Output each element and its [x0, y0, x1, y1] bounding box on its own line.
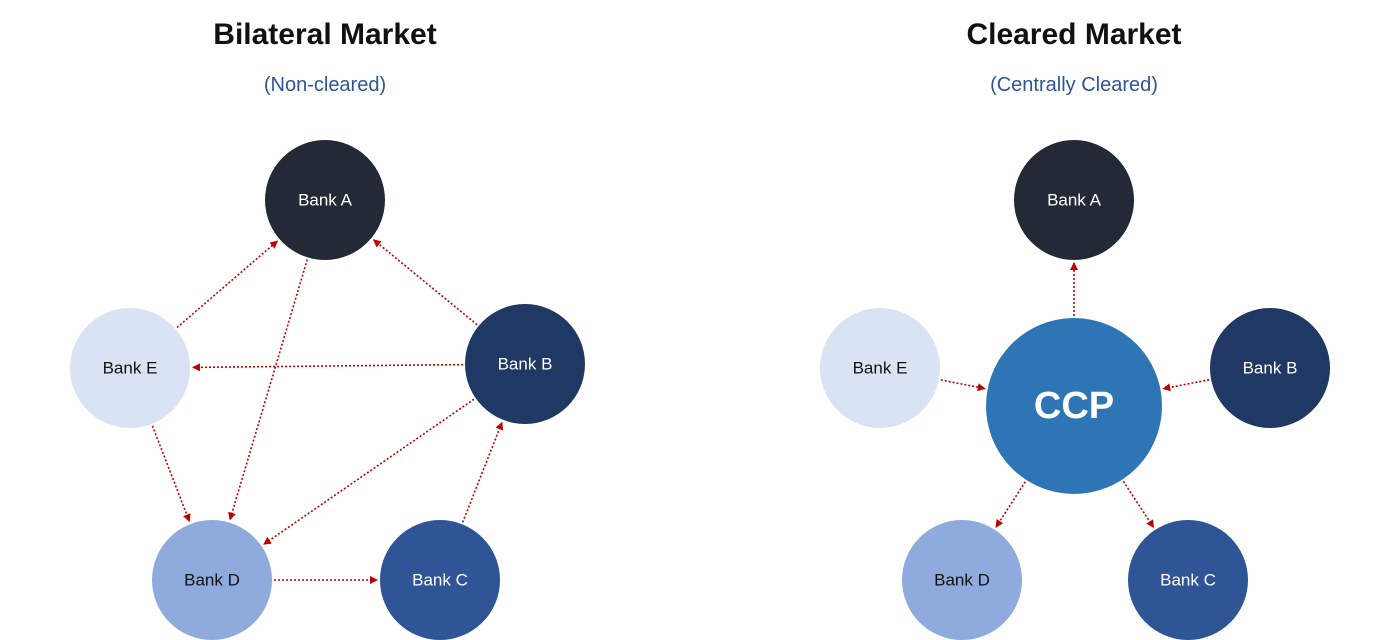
- cleared-label-bank-e: Bank E: [853, 359, 908, 378]
- cleared-edges: [940, 262, 1210, 529]
- cleared-node-bank-c: Bank C: [1128, 520, 1248, 640]
- cleared-circle-bank-a: [1014, 140, 1134, 260]
- bilateral-label-bank-c: Bank C: [412, 571, 468, 590]
- cleared-circle-bank-c: [1128, 520, 1248, 640]
- cleared-label-bank-c: Bank C: [1160, 571, 1216, 590]
- bilateral-circle-bank-e: [70, 308, 190, 428]
- cleared-label-bank-a: Bank A: [1047, 191, 1102, 210]
- bilateral-circle-bank-c: [380, 520, 500, 640]
- cleared-arrow-ccp-to-bank-c: [1122, 480, 1155, 529]
- bilateral-market-title: Bilateral Market: [213, 18, 437, 51]
- bilateral-node-bank-d: Bank D: [152, 520, 272, 640]
- cleared-market-subtitle: (Centrally Cleared): [990, 74, 1158, 96]
- cleared-arrow-ccp-to-bank-d: [995, 481, 1026, 528]
- bilateral-edges: [151, 239, 504, 584]
- cleared-label-bank-b: Bank B: [1243, 359, 1298, 378]
- bilateral-node-bank-a: Bank A: [265, 140, 385, 260]
- cleared-circle-bank-b: [1210, 308, 1330, 428]
- bilateral-arrow-bank-e-to-bank-a: [176, 240, 279, 329]
- cleared-node-bank-b: Bank B: [1210, 308, 1330, 428]
- cleared-circle-bank-e: [820, 308, 940, 428]
- bilateral-arrow-bank-b-to-bank-e: [192, 363, 464, 372]
- cleared-arrow-bank-b-to-ccp: [1162, 379, 1210, 392]
- bilateral-market-subtitle: (Non-cleared): [263, 74, 387, 96]
- bilateral-arrow-bank-e-to-bank-d: [151, 425, 191, 523]
- cleared-label-bank-d: Bank D: [934, 571, 990, 590]
- bilateral-label-bank-d: Bank D: [184, 571, 240, 590]
- bilateral-circle-bank-d: [152, 520, 272, 640]
- bilateral-arrow-bank-b-to-bank-d: [263, 398, 475, 545]
- cleared-node-ccp: CCP: [986, 318, 1162, 494]
- cleared-nodes: CCP Bank A Bank B Bank C Bank D Bank E: [820, 140, 1330, 640]
- bilateral-arrow-bank-c-to-bank-b: [461, 421, 504, 523]
- cleared-node-bank-d: Bank D: [902, 520, 1022, 640]
- bilateral-nodes: Bank A Bank B Bank C Bank D Bank E: [70, 140, 585, 640]
- cleared-label-ccp: CCP: [1034, 385, 1114, 427]
- cleared-circle-bank-d: [902, 520, 1022, 640]
- bilateral-label-bank-a: Bank A: [298, 191, 353, 210]
- cleared-arrow-bank-e-to-ccp: [940, 379, 986, 392]
- bilateral-arrow-bank-a-to-bank-d: [228, 259, 309, 521]
- bilateral-label-bank-b: Bank B: [498, 355, 553, 374]
- bilateral-arrow-bank-b-to-bank-a: [372, 239, 478, 326]
- bilateral-node-bank-b: Bank B: [465, 304, 585, 424]
- cleared-node-bank-e: Bank E: [820, 308, 940, 428]
- bilateral-circle-bank-b: [465, 304, 585, 424]
- bilateral-node-bank-c: Bank C: [380, 520, 500, 640]
- cleared-market-title: Cleared Market: [966, 18, 1182, 51]
- cleared-node-bank-a: Bank A: [1014, 140, 1134, 260]
- cleared-circle-ccp: [986, 318, 1162, 494]
- bilateral-node-bank-e: Bank E: [70, 308, 190, 428]
- bilateral-circle-bank-a: [265, 140, 385, 260]
- bilateral-label-bank-e: Bank E: [103, 359, 158, 378]
